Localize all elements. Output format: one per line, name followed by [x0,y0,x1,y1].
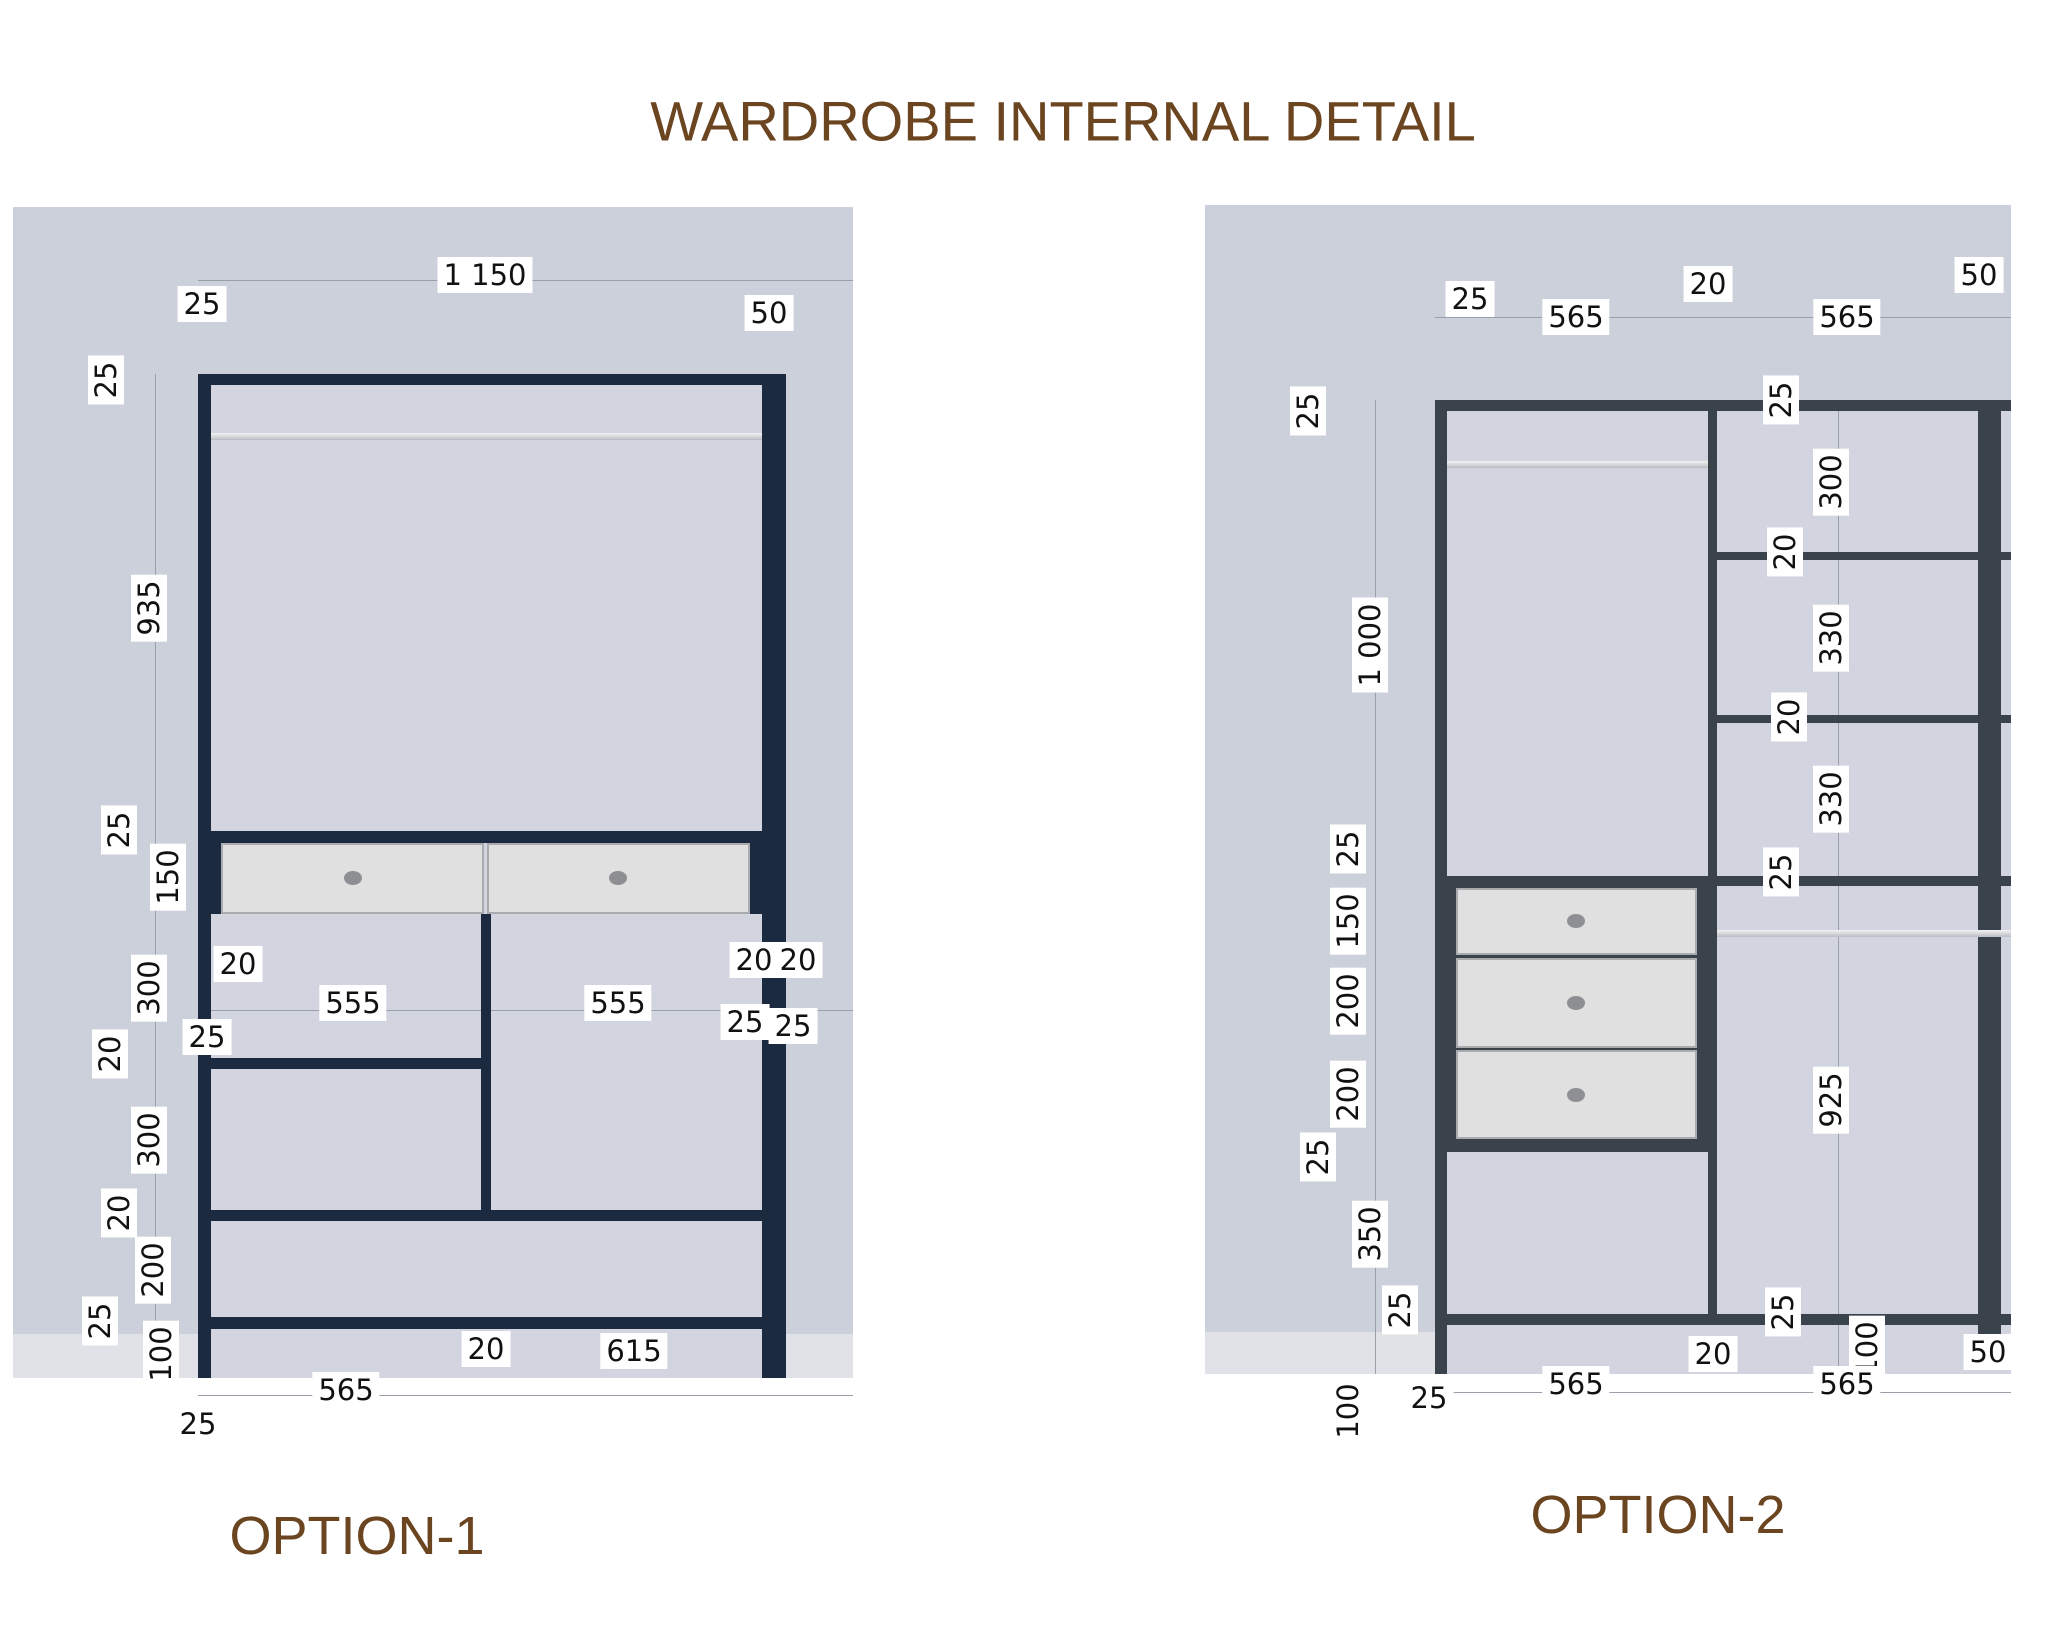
hanging-rod [1717,930,2011,937]
dimension-label: 25 [1763,847,1799,897]
dimension-label: 20 [773,942,823,978]
dimension-label: 25 [101,805,137,855]
dimension-label: 20 [1771,692,1807,742]
drawer-knob-icon [1567,914,1585,928]
drawer [487,843,750,914]
dimension-label: 565 [1542,1366,1610,1402]
drawing-title: WARDROBE INTERNAL DETAIL [650,89,1476,153]
dimension-label: 615 [600,1333,668,1369]
dimension-label: 25 [1300,1132,1336,1182]
shelf [198,1210,786,1221]
dimension-label: 20 [101,1188,137,1238]
dimension-line [1435,317,2011,318]
shelf [1717,552,2011,560]
dimension-line [198,1395,853,1396]
dimension-label: 1 150 [437,257,533,293]
top-panel [198,374,786,385]
option2-caption: OPTION-2 [1530,1485,1786,1545]
left-side-panel [1435,400,1447,1374]
dimension-label: 300 [131,954,167,1022]
dimension-label: 935 [131,574,167,642]
dimension-label: 200 [1330,1060,1366,1128]
dimension-label: 25 [1382,1285,1418,1335]
dimension-label: 555 [319,985,387,1021]
dimension-label: 100 [1330,1377,1366,1445]
dimension-label: 330 [1813,765,1849,833]
dimension-label: 300 [131,1106,167,1174]
drawer-side [198,843,221,914]
dimension-label: 150 [1330,887,1366,955]
dimension-label: 330 [1813,604,1849,672]
dimension-label: 20 [729,942,779,978]
top-panel [1435,400,2011,411]
dimension-label: 25 [1290,386,1326,436]
bottom-panel [1435,1314,2011,1325]
dimension-label: 20 [1767,527,1803,577]
dimension-label: 25 [82,1296,118,1346]
dimension-label: 200 [1330,967,1366,1035]
dimension-label: 20 [1683,266,1733,302]
dimension-line [1435,1392,2011,1393]
dimension-label: 300 [1813,448,1849,516]
hanging-rod [1447,461,1708,468]
dimension-label: 50 [1954,257,2004,293]
dimension-label: 25 [1445,281,1495,317]
dimension-label: 25 [177,286,227,322]
dimension-label: 25 [1763,375,1799,425]
dimension-label: 50 [1963,1334,2013,1370]
shelf [1717,715,2011,723]
dimension-label: 565 [1813,1366,1881,1402]
drawer-knob-icon [344,871,362,885]
dimension-label: 50 [744,295,794,331]
dimension-label: 925 [1813,1066,1849,1134]
dimension-line [211,1010,853,1011]
shelf [198,831,786,843]
drawer-knob-icon [609,871,627,885]
dimension-label: 20 [461,1331,511,1367]
dimension-label: 150 [150,843,186,911]
dimension-label: 20 [92,1029,128,1079]
dimension-label: 25 [1330,824,1366,874]
hanging-rod [211,433,762,440]
dimension-label: 25 [768,1008,818,1044]
dimension-label: 555 [584,985,652,1021]
dimension-label: 565 [1542,299,1610,335]
dimension-label: 100 [143,1320,179,1388]
dimension-label: 565 [1813,299,1881,335]
dimension-line [1838,400,1839,1374]
dimension-label: 1 000 [1352,597,1388,693]
dimension-label: 25 [182,1019,232,1055]
dimension-label: 25 [88,355,124,405]
dimension-label: 20 [213,946,263,982]
dimension-line [1375,400,1376,1374]
dimension-label: 565 [312,1372,380,1408]
vertical-divider [481,914,491,1217]
shelf [1435,876,2011,886]
dimension-label: 200 [135,1236,171,1304]
bottom-panel [198,1317,786,1329]
dimension-label: 25 [720,1004,770,1040]
drawer-side [750,843,786,914]
drawer-knob-icon [1567,996,1585,1010]
dimension-label: 25 [173,1406,223,1442]
dimension-label: 25 [1765,1287,1801,1337]
drawer-knob-icon [1567,1088,1585,1102]
dimension-label: 20 [1688,1336,1738,1372]
middle-divider [1708,411,1717,1321]
dimension-label: 25 [1404,1380,1454,1416]
option1-caption: OPTION-1 [229,1506,485,1566]
shelf [211,1058,481,1069]
dimension-label: 350 [1352,1200,1388,1268]
right-side-panel [1978,400,2001,1334]
